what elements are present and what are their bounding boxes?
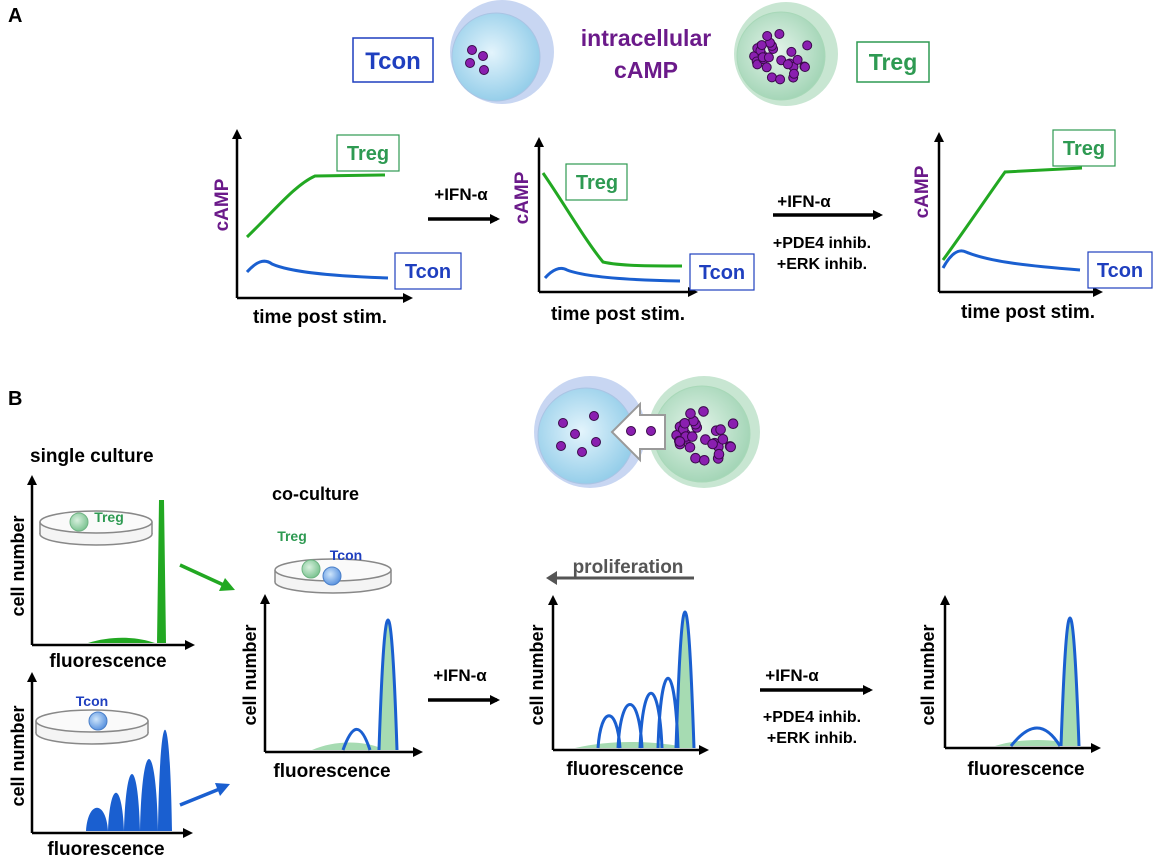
x-axis-label: time post stim. xyxy=(551,304,685,325)
y-axis-label: cell number xyxy=(8,515,28,616)
x-axis-label: fluorescence xyxy=(967,759,1084,780)
y-axis-label: cell number xyxy=(527,624,547,725)
pde4-label-b2: +PDE4 inhib. xyxy=(763,709,861,726)
camp-plot-1: cAMP time post stim. Treg Tcon xyxy=(212,129,462,328)
transfer-treg-cell xyxy=(653,385,751,483)
tcon-tag: Tcon xyxy=(699,262,745,284)
transfer-arrow xyxy=(610,401,666,463)
tcon-cell xyxy=(451,12,541,102)
y-axis-label: cAMP xyxy=(912,165,933,218)
treg-dish xyxy=(39,510,153,546)
erk-label-b2: +ERK inhib. xyxy=(767,730,857,747)
x-axis-label: time post stim. xyxy=(253,307,387,328)
treg-tag-box xyxy=(1052,129,1116,167)
tcon-peak-1 xyxy=(341,727,372,751)
treg-tag: Treg xyxy=(347,143,389,165)
proliferation-plot: cell number fluorescence xyxy=(527,595,709,780)
treg-box xyxy=(856,41,930,83)
tcon-peak-2 xyxy=(1059,616,1081,747)
ifn-label-b2: +IFN-α xyxy=(765,666,819,685)
ifn-label-b1: +IFN-α xyxy=(433,666,487,685)
ifn-label-a2: +IFN-α xyxy=(777,192,831,211)
tcon-proliferation-peaks xyxy=(596,610,696,749)
tcon-tag-box xyxy=(394,252,462,290)
treg-tag: Treg xyxy=(1063,138,1105,160)
co-culture-label: co-culture xyxy=(272,484,359,504)
y-axis-label: cAMP xyxy=(512,171,533,224)
treg-tag-box xyxy=(336,134,400,172)
y-axis-label: cell number xyxy=(8,705,28,806)
treg-camp-dots xyxy=(749,29,813,85)
transfer-tcon-dots xyxy=(556,411,656,457)
x-axis-label: fluorescence xyxy=(49,651,166,672)
treg-histogram xyxy=(88,500,166,643)
treg-box-label: Treg xyxy=(869,49,918,75)
tcon-box-label: Tcon xyxy=(365,48,421,75)
tcon-peak-1 xyxy=(1009,726,1062,747)
treg-curve xyxy=(245,173,386,239)
tcon-histogram xyxy=(86,729,172,831)
treg-to-coculture-arrow xyxy=(179,563,229,589)
erk-label-a2: +ERK inhib. xyxy=(777,256,867,273)
tcon-to-coculture-arrow xyxy=(179,786,223,807)
treg-tag: Treg xyxy=(576,172,618,194)
tcon-peak-2 xyxy=(377,618,399,751)
restored-suppression-plot: cell number fluorescence xyxy=(918,595,1101,780)
panel-b-label: B xyxy=(8,388,22,410)
tcon-tag: Tcon xyxy=(405,261,451,283)
treg-tag-box xyxy=(565,163,628,201)
tcon-dish xyxy=(35,709,149,745)
dish-tcon-label: Tcon xyxy=(76,693,108,709)
camp-title-line2: cAMP xyxy=(614,57,678,83)
proliferation-arrow-head xyxy=(546,571,557,585)
co-culture-dish xyxy=(274,558,392,594)
treg-curve xyxy=(541,172,683,268)
tcon-tag-box xyxy=(1087,251,1153,289)
y-axis-label: cell number xyxy=(918,624,938,725)
treg-background xyxy=(575,742,690,748)
tcon-box xyxy=(352,37,434,83)
treg-curve xyxy=(941,166,1083,261)
co-culture-plot: Treg Tcon cell number fluorescence xyxy=(240,528,423,782)
ifn-label-a1: +IFN-α xyxy=(434,185,488,204)
tcon-camp-dots xyxy=(465,45,489,75)
dish-treg-label: Treg xyxy=(94,509,124,525)
co-treg-label: Treg xyxy=(277,528,307,544)
camp-plot-2: cAMP time post stim. Treg Tcon xyxy=(512,137,755,325)
tcon-tag: Tcon xyxy=(1097,260,1143,282)
x-axis-label: fluorescence xyxy=(273,761,390,782)
treg-background xyxy=(312,742,385,750)
camp-plot-3: cAMP time post stim. Treg Tcon xyxy=(912,129,1153,323)
camp-title-line1: intracellular xyxy=(581,25,711,51)
y-axis-label: cell number xyxy=(240,624,260,725)
tcon-tag-box xyxy=(689,253,755,291)
panel-a-label: A xyxy=(8,5,22,27)
single-culture-tcon-plot: Tcon cell number fluorescence xyxy=(8,672,193,860)
x-axis-label: time post stim. xyxy=(961,302,1095,323)
treg-arrow-head xyxy=(219,578,235,591)
proliferation-label: proliferation xyxy=(573,557,684,578)
pde4-label-a2: +PDE4 inhib. xyxy=(773,235,871,252)
x-axis-label: fluorescence xyxy=(47,839,164,860)
single-culture-label: single culture xyxy=(30,446,154,467)
x-axis-label: fluorescence xyxy=(566,759,683,780)
co-tcon-label: Tcon xyxy=(330,547,362,563)
tcon-arrow-head xyxy=(215,783,230,796)
transfer-treg-dots xyxy=(671,406,739,466)
tcon-curve xyxy=(941,249,1081,272)
single-culture-treg-plot: Treg cell number fluorescence xyxy=(8,475,195,672)
y-axis-label: cAMP xyxy=(212,178,233,231)
tcon-curve xyxy=(245,259,389,280)
tcon-curve xyxy=(543,266,681,283)
